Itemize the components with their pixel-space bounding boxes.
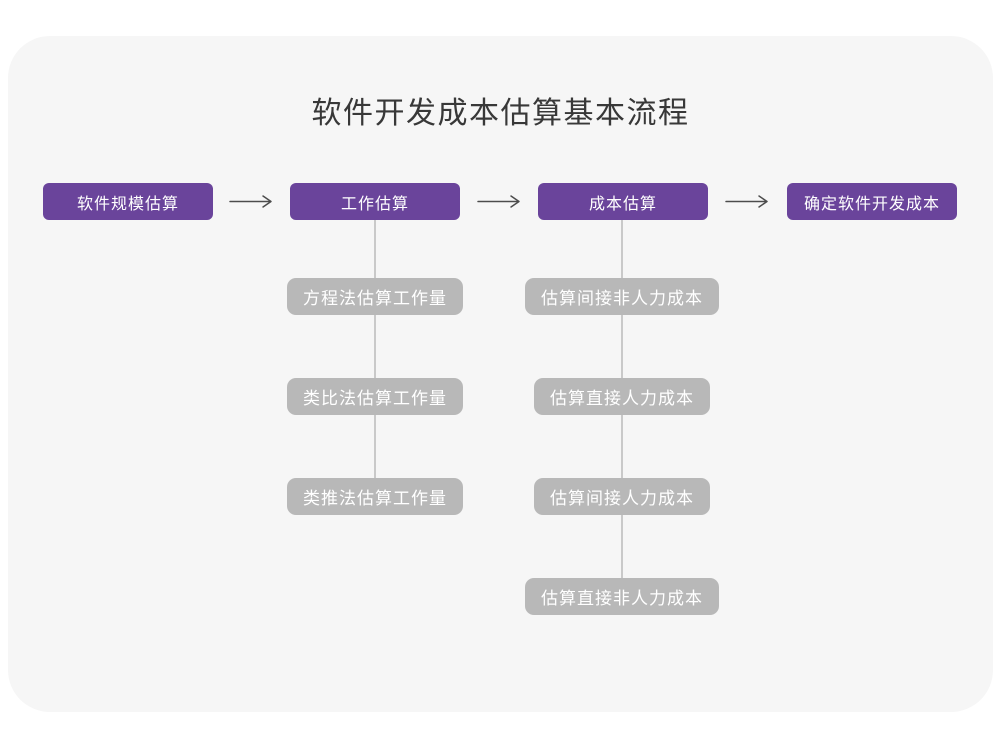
arrow-right-icon	[725, 195, 768, 208]
arrow-right-icon	[477, 195, 520, 208]
flowchart-card: 软件开发成本估算基本流程 软件规模估算 工作估算 成本估算 确定软件开发成本 方…	[8, 36, 993, 712]
connector-line-work-estimation	[374, 220, 376, 498]
diagram-title: 软件开发成本估算基本流程	[311, 97, 690, 130]
flow-step-cost-estimation: 成本估算	[538, 183, 708, 220]
sub-step-direct-labor-cost: 估算直接人力成本	[534, 378, 710, 415]
sub-step-indirect-labor-cost: 估算间接人力成本	[534, 478, 710, 515]
flow-step-software-scale-estimation: 软件规模估算	[43, 183, 213, 220]
flow-step-work-estimation: 工作估算	[290, 183, 460, 220]
sub-step-indirect-nonlabor-cost: 估算间接非人力成本	[525, 278, 719, 315]
sub-step-extrapolation-method-effort: 类推法估算工作量	[287, 478, 463, 515]
sub-step-direct-nonlabor-cost: 估算直接非人力成本	[525, 578, 719, 615]
flow-step-determine-development-cost: 确定软件开发成本	[787, 183, 957, 220]
arrow-right-icon	[229, 195, 272, 208]
sub-step-analogy-method-effort: 类比法估算工作量	[287, 378, 463, 415]
sub-step-equation-method-effort: 方程法估算工作量	[287, 278, 463, 315]
